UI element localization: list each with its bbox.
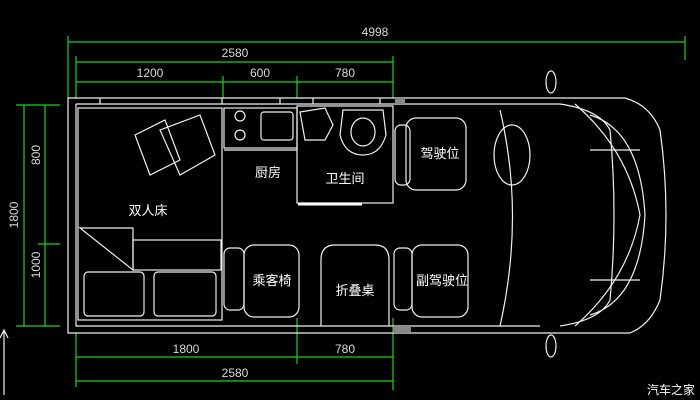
wash-basin bbox=[299, 107, 334, 141]
label-bathroom: 卫生间 bbox=[325, 172, 364, 187]
sink bbox=[260, 111, 294, 141]
dimension-top-total: 2580 bbox=[75, 46, 394, 98]
mirror-left bbox=[545, 70, 557, 94]
dimension-width: 1800 800 1000 bbox=[7, 104, 60, 327]
watermark: 汽车之家 bbox=[647, 382, 695, 397]
dim-bottom-2580: 2580 bbox=[222, 366, 249, 380]
dim-1200: 1200 bbox=[137, 66, 164, 80]
label-driver-seat: 驾驶位 bbox=[420, 147, 459, 162]
dim-4998: 4998 bbox=[362, 25, 389, 39]
folding-table: 折叠桌 bbox=[320, 244, 390, 326]
label-folding-table: 折叠桌 bbox=[335, 284, 374, 299]
stove-burner bbox=[234, 129, 246, 141]
toilet bbox=[339, 109, 387, 156]
label-kitchen: 厨房 bbox=[255, 165, 281, 181]
mirror-right bbox=[545, 334, 557, 358]
dimension-bottom: 1800 780 2580 bbox=[75, 318, 394, 390]
label-passenger-chair: 乘客椅 bbox=[252, 273, 291, 289]
dim-600: 600 bbox=[250, 66, 270, 80]
dim-top-2580: 2580 bbox=[222, 46, 249, 60]
dim-800: 800 bbox=[29, 145, 43, 165]
double-bed: 双人床 bbox=[77, 107, 223, 321]
dim-780-bottom: 780 bbox=[335, 342, 355, 356]
bathroom: 卫生间 bbox=[296, 105, 394, 206]
dimension-top-segments: 1200 600 780 bbox=[76, 66, 393, 98]
kitchen: 厨房 bbox=[223, 107, 298, 181]
vehicle-body bbox=[67, 70, 667, 358]
pillar-hatch-bottom bbox=[393, 326, 411, 333]
co-driver-seat: 副驾驶位 bbox=[393, 244, 469, 318]
label-bed: 双人床 bbox=[128, 204, 167, 219]
pillar-hatch-top bbox=[395, 98, 405, 104]
passenger-chair: 乘客椅 bbox=[223, 244, 300, 318]
dim-1800-bottom: 1800 bbox=[173, 342, 200, 356]
driver-seat: 驾驶位 bbox=[394, 117, 467, 191]
dim-780-top: 780 bbox=[335, 66, 355, 80]
steering-wheel bbox=[493, 124, 531, 186]
ucs-axis-icon bbox=[0, 328, 9, 395]
dim-1800-vertical: 1800 bbox=[7, 201, 21, 228]
label-co-driver-seat: 副驾驶位 bbox=[416, 274, 468, 289]
dim-1000: 1000 bbox=[29, 251, 43, 278]
stove-burner bbox=[234, 110, 246, 122]
dimension-overall-length: 4998 bbox=[67, 25, 686, 98]
